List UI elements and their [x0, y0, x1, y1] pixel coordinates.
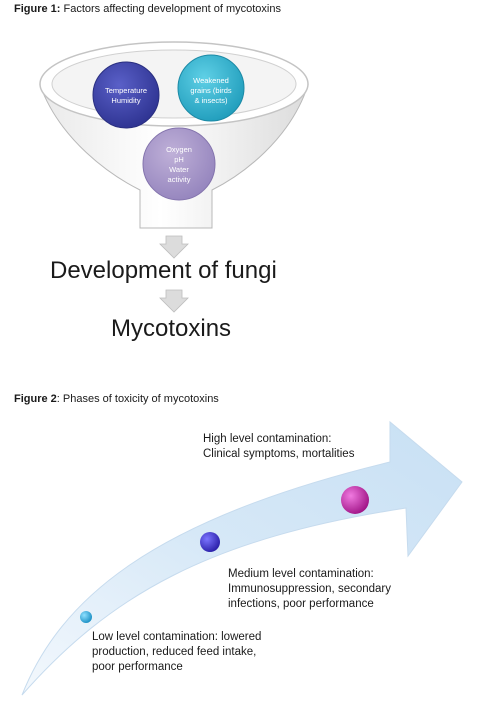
figure1-caption-text: Factors affecting development of mycotox…	[60, 3, 281, 15]
circle2-line3: & insects)	[195, 96, 228, 105]
figure2-caption: Figure 2: Phases of toxicity of mycotoxi…	[14, 393, 219, 405]
circle1-line1: Temperature	[105, 86, 147, 95]
high-stage-line1: High level contamination:	[203, 433, 332, 445]
high-level-stage: High level contamination: Clinical sympt…	[203, 432, 354, 462]
down-arrow-1	[159, 235, 189, 259]
factor-circle-temperature: Temperature Humidity	[92, 61, 160, 129]
funnel-rim-inner	[51, 49, 297, 119]
figure1-caption: Figure 1: Factors affecting development …	[14, 3, 281, 15]
low-level-dot	[80, 611, 92, 623]
factor-circle-oxygen: Oxygen pH Water activity	[142, 127, 216, 201]
figure2-caption-text: : Phases of toxicity of mycotoxins	[56, 393, 219, 405]
high-level-dot	[341, 486, 369, 514]
circle3-line2: pH	[174, 155, 184, 164]
medium-level-stage: Medium level contamination: Immunosuppre…	[228, 567, 391, 612]
figure1-caption-label: Figure 1:	[14, 3, 61, 15]
medium-stage-line3: infections, poor performance	[228, 598, 374, 610]
down-arrow-2	[159, 289, 189, 313]
low-stage-line1: Low level contamination: lowered	[92, 631, 262, 643]
low-level-stage: Low level contamination: lowered product…	[92, 630, 261, 675]
medium-stage-line2: Immunosuppression, secondary	[228, 583, 391, 595]
circle3-line1: Oxygen	[166, 145, 192, 154]
circle2-line1: Weakened	[193, 76, 229, 85]
low-stage-line3: poor performance	[92, 661, 183, 673]
figure2-caption-label: Figure 2	[14, 393, 57, 405]
circle3-line4: activity	[168, 175, 191, 184]
medium-level-dot	[200, 532, 220, 552]
high-stage-line2: Clinical symptoms, mortalities	[203, 448, 355, 460]
medium-stage-line1: Medium level contamination:	[228, 568, 374, 580]
circle1-line2: Humidity	[111, 96, 140, 105]
circle3-line3: Water	[169, 165, 189, 174]
low-stage-line2: production, reduced feed intake,	[92, 646, 257, 658]
factor-circle-grains: Weakened grains (birds & insects)	[177, 54, 245, 122]
mycotoxins-label: Mycotoxins	[111, 315, 232, 342]
development-of-fungi-label: Development of fungi	[50, 257, 277, 284]
circle2-line2: grains (birds	[190, 86, 232, 95]
